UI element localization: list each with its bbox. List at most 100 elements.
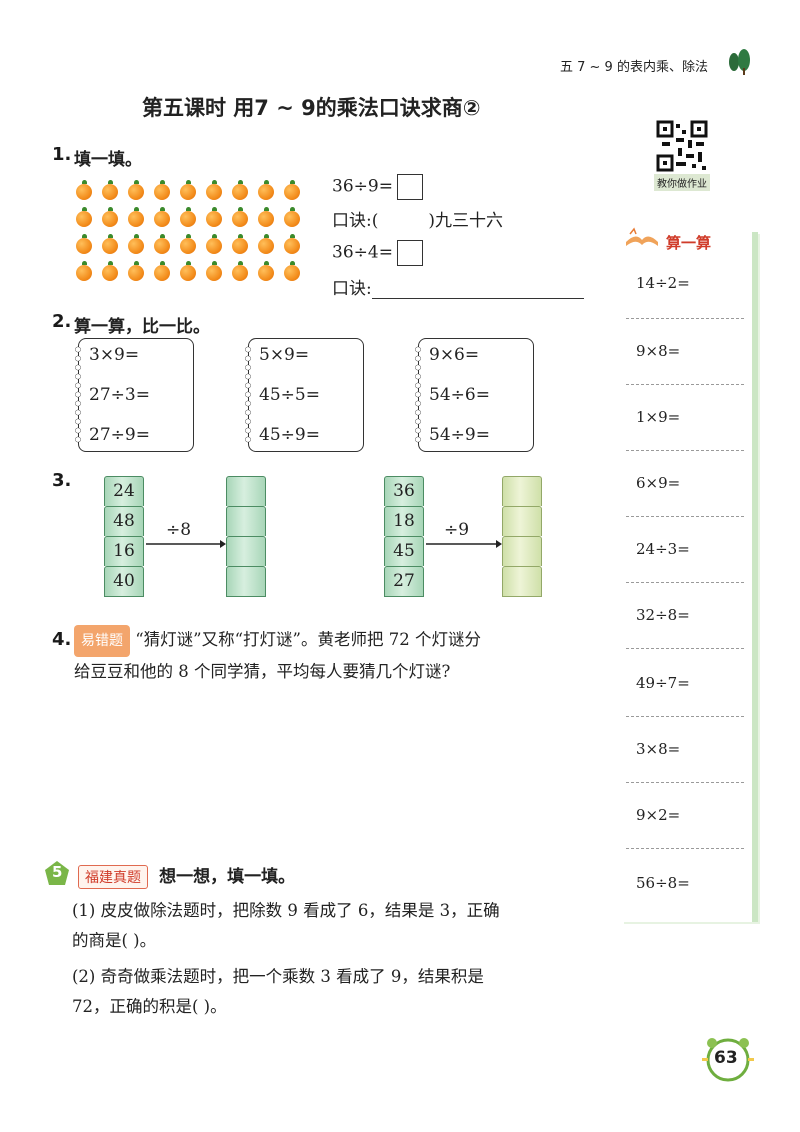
q5-p2-line-1: (2) 奇奇做乘法题时，把一个乘数 3 看成了 9，结果积是 bbox=[72, 967, 484, 986]
sidebar-item-8[interactable]: 3×8= bbox=[636, 740, 681, 758]
q2-card-2-line-3[interactable]: 45÷9= bbox=[259, 425, 320, 445]
q2-card-2-line-2[interactable]: 45÷5= bbox=[259, 385, 320, 405]
bamboo-cell: 24 bbox=[104, 476, 144, 506]
orange-icon bbox=[232, 207, 248, 227]
divider bbox=[626, 516, 744, 517]
bamboo-answer-cell[interactable] bbox=[502, 536, 542, 566]
q2-number: 2. bbox=[52, 311, 72, 332]
orange-icon bbox=[76, 180, 92, 200]
q4-line-1: 易错题 “猜灯谜”又称“打灯谜”。黄老师把 72 个灯谜分 bbox=[74, 625, 604, 657]
q1-eq2-answer-box[interactable] bbox=[396, 240, 423, 266]
orange-icon bbox=[154, 207, 170, 227]
q5-number-badge: 5 bbox=[44, 860, 70, 886]
orange-icon bbox=[232, 234, 248, 254]
bamboo-answer-cell[interactable] bbox=[502, 506, 542, 536]
bamboo-answer-cell[interactable] bbox=[502, 476, 542, 506]
orange-icon bbox=[180, 234, 196, 254]
divider bbox=[626, 848, 744, 849]
mental-math-sidebar: 算一算 14÷2= 9×8= 1×9= 6×9= 24÷3= 32÷8= 49÷… bbox=[622, 227, 758, 922]
orange-icon bbox=[206, 234, 222, 254]
q3-left-arrow bbox=[146, 524, 226, 564]
divider bbox=[626, 450, 744, 451]
q1-rhyme1: 口诀:( )九三十六 bbox=[332, 206, 503, 231]
divider bbox=[626, 648, 744, 649]
q5-header: 福建真题 想一想，填一填。 bbox=[78, 862, 295, 889]
orange-icon bbox=[102, 180, 118, 200]
q2-card-2: 5×9= 45÷5= 45÷9= bbox=[244, 338, 364, 452]
page-title: 第五课时 用7 ~ 9的乘法口诀求商② bbox=[142, 96, 481, 120]
bamboo-cell: 27 bbox=[384, 566, 424, 597]
q1-eq2-text: 36÷4= bbox=[332, 242, 393, 263]
bamboo-cell: 48 bbox=[104, 506, 144, 536]
q4-line-2: 给豆豆和他的 8 个同学猜，平均每人要猜几个灯谜? bbox=[74, 662, 451, 681]
q4-number: 4. bbox=[52, 629, 72, 650]
sidebar-item-5[interactable]: 24÷3= bbox=[636, 540, 690, 558]
orange-icon bbox=[154, 261, 170, 281]
sidebar-item-9[interactable]: 9×2= bbox=[636, 806, 681, 824]
q2-card-1-line-2[interactable]: 27÷3= bbox=[89, 385, 150, 405]
q2-card-3-line-1[interactable]: 9×6= bbox=[429, 345, 480, 365]
chapter-header: 五 7 ~ 9 的表内乘、除法 bbox=[560, 60, 708, 75]
binder-rings bbox=[244, 345, 252, 445]
divider bbox=[626, 384, 744, 385]
orange-icon bbox=[128, 207, 144, 227]
q1-eq1-answer-box[interactable] bbox=[396, 174, 423, 200]
orange-icon bbox=[180, 180, 196, 200]
sidebar-item-3[interactable]: 1×9= bbox=[636, 408, 681, 426]
orange-icon bbox=[284, 261, 300, 281]
sidebar-item-1[interactable]: 14÷2= bbox=[636, 274, 690, 292]
orange-icon bbox=[76, 261, 92, 281]
q2-card-3-line-2[interactable]: 54÷6= bbox=[429, 385, 490, 405]
q2-title: 算一算，比一比。 bbox=[74, 317, 210, 337]
orange-icon bbox=[102, 234, 118, 254]
orange-icon bbox=[128, 261, 144, 281]
qr-code-icon[interactable] bbox=[656, 120, 708, 172]
orange-icon bbox=[128, 180, 144, 200]
q5-part-2: (2) 奇奇做乘法题时，把一个乘数 3 看成了 9，结果积是 72，正确的积是(… bbox=[72, 962, 602, 1022]
divider bbox=[626, 582, 744, 583]
sidebar-item-4[interactable]: 6×9= bbox=[636, 474, 681, 492]
q5-number: 5 bbox=[52, 863, 63, 881]
bamboo-answer-cell[interactable] bbox=[226, 476, 266, 506]
q2-card-2-line-1[interactable]: 5×9= bbox=[259, 345, 310, 365]
divider bbox=[626, 782, 744, 783]
q1-rhyme1-suffix: )九三十六 bbox=[428, 211, 504, 231]
divider bbox=[626, 716, 744, 717]
orange-icon bbox=[258, 180, 274, 200]
q3-left-bamboo-answer bbox=[226, 476, 266, 597]
divider bbox=[626, 318, 744, 319]
orange-icon bbox=[258, 234, 274, 254]
q5-p2-line-2[interactable]: 72，正确的积是( )。 bbox=[72, 997, 227, 1016]
orange-icon bbox=[258, 261, 274, 281]
q5-p1-line-2[interactable]: 的商是( )。 bbox=[72, 931, 157, 950]
qr-label: 教你做作业 bbox=[654, 174, 710, 191]
bamboo-answer-cell[interactable] bbox=[226, 566, 266, 597]
sidebar-item-6[interactable]: 32÷8= bbox=[636, 606, 690, 624]
bamboo-cell: 16 bbox=[104, 536, 144, 566]
q2-card-1-line-1[interactable]: 3×9= bbox=[89, 345, 140, 365]
q3-left-bamboo-input: 24 48 16 40 bbox=[104, 476, 144, 597]
orange-icon bbox=[102, 261, 118, 281]
bamboo-cell: 45 bbox=[384, 536, 424, 566]
sidebar-item-2[interactable]: 9×8= bbox=[636, 342, 681, 360]
q4-answer-area[interactable] bbox=[74, 700, 594, 840]
bamboo-answer-cell[interactable] bbox=[226, 506, 266, 536]
q3-right-bamboo-input: 36 18 45 27 bbox=[384, 476, 424, 597]
q1-rhyme2-prefix: 口诀: bbox=[332, 279, 372, 299]
q3-right-operator: ÷9 bbox=[444, 520, 470, 540]
bamboo-answer-cell[interactable] bbox=[502, 566, 542, 597]
sidebar-item-7[interactable]: 49÷7= bbox=[636, 674, 690, 692]
q3-number: 3. bbox=[52, 470, 72, 491]
q1-rhyme2-answer-line[interactable] bbox=[371, 282, 584, 299]
orange-icon bbox=[232, 180, 248, 200]
page-number: 63 bbox=[714, 1048, 738, 1068]
q2-card-1-line-3[interactable]: 27÷9= bbox=[89, 425, 150, 445]
q2-card-3-line-3[interactable]: 54÷9= bbox=[429, 425, 490, 445]
q3-right-arrow bbox=[426, 524, 502, 564]
sidebar-item-10[interactable]: 56÷8= bbox=[636, 874, 690, 892]
q1-eq1-text: 36÷9= bbox=[332, 176, 393, 197]
orange-icon bbox=[128, 234, 144, 254]
q1-rhyme1-prefix: 口诀:( bbox=[332, 211, 379, 231]
bamboo-answer-cell[interactable] bbox=[226, 536, 266, 566]
orange-icon bbox=[284, 234, 300, 254]
